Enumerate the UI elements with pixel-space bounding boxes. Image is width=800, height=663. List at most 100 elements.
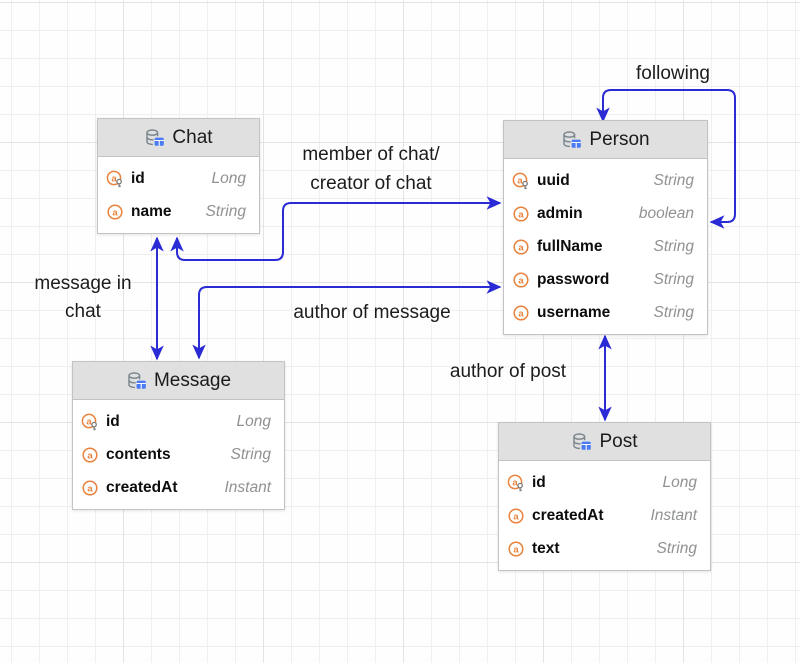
edge-author-of-message[interactable] (192, 280, 502, 360)
attribute-icon: a (507, 507, 525, 525)
field-type: Long (211, 169, 246, 187)
field-type: Long (662, 473, 697, 491)
edge-label-text: creator of chat (310, 173, 432, 194)
entity-message-fields: a id Long a contents String (73, 400, 284, 509)
entity-post-fields: a id Long a createdAt Instant (499, 461, 710, 570)
entity-post[interactable]: Post a id Long a (498, 422, 711, 571)
svg-text:a: a (517, 175, 523, 186)
field-row-fullname[interactable]: a fullName String (504, 230, 707, 263)
field-type: String (653, 270, 695, 288)
attribute-icon: a (512, 205, 530, 223)
svg-text:a: a (111, 173, 117, 184)
field-name: uuid (537, 171, 570, 189)
field-row-uuid[interactable]: a uuid String (504, 164, 707, 197)
field-row-name[interactable]: a name String (98, 195, 259, 228)
edge-member-of-chat[interactable] (170, 196, 502, 261)
attribute-icon: a (507, 540, 525, 558)
field-name: admin (537, 204, 583, 222)
svg-text:a: a (513, 511, 519, 522)
svg-text:a: a (518, 209, 524, 220)
entity-title: Message (153, 369, 232, 391)
field-row-username[interactable]: a username String (504, 296, 707, 329)
field-name: password (537, 270, 610, 288)
entity-message[interactable]: Message a id Long (72, 361, 285, 510)
database-table-icon (144, 128, 165, 148)
field-row-text[interactable]: a text String (499, 532, 710, 565)
attribute-icon: a (106, 203, 124, 221)
entity-chat-fields: a id Long a name String (98, 157, 259, 233)
edge-label-text: message in (34, 273, 132, 294)
entity-chat-header[interactable]: Chat (98, 119, 259, 157)
edge-label-text: following (636, 63, 710, 84)
field-type: boolean (638, 204, 694, 222)
svg-text:a: a (87, 483, 93, 494)
field-name: createdAt (532, 506, 604, 524)
field-name: createdAt (106, 478, 178, 496)
edge-label-text: member of chat/ (302, 144, 440, 165)
entity-message-header[interactable]: Message (73, 362, 284, 400)
edge-label-member-of-chat[interactable]: member of chat/ creator of chat (278, 140, 464, 198)
svg-text:a: a (518, 308, 524, 319)
entity-person[interactable]: Person a uuid String (503, 120, 708, 335)
field-name: fullName (537, 237, 603, 255)
entity-title: Chat (172, 126, 213, 148)
field-row-createdat[interactable]: a createdAt Instant (499, 499, 710, 532)
field-type: Long (236, 412, 271, 430)
edge-following[interactable] (596, 89, 736, 229)
key-attribute-icon: a (512, 172, 530, 190)
field-row-createdat[interactable]: a createdAt Instant (73, 471, 284, 504)
key-attribute-icon: a (507, 474, 525, 492)
entity-person-fields: a uuid String a admin boolean (504, 159, 707, 334)
field-name: id (131, 169, 145, 187)
field-type: Instant (650, 506, 697, 524)
field-type: String (230, 445, 272, 463)
database-table-icon (126, 371, 147, 391)
field-row-id[interactable]: a id Long (98, 162, 259, 195)
svg-text:a: a (518, 242, 524, 253)
edge-label-author-of-post[interactable]: author of post (418, 358, 598, 386)
svg-text:a: a (513, 544, 519, 555)
entity-chat[interactable]: Chat a id Long a (97, 118, 260, 234)
edge-label-author-of-message[interactable]: author of message (268, 299, 476, 327)
field-name: name (131, 202, 172, 220)
field-name: id (532, 473, 546, 491)
attribute-icon: a (81, 479, 99, 497)
svg-text:a: a (112, 207, 118, 218)
field-name: username (537, 303, 611, 321)
field-name: id (106, 412, 120, 430)
field-type: String (653, 303, 695, 321)
field-row-admin[interactable]: a admin boolean (504, 197, 707, 230)
field-name: contents (106, 445, 171, 463)
edge-label-following[interactable]: following (598, 60, 748, 88)
field-type: Instant (224, 478, 271, 496)
svg-text:a: a (86, 416, 92, 427)
field-type: String (653, 237, 695, 255)
field-row-contents[interactable]: a contents String (73, 438, 284, 471)
attribute-icon: a (512, 271, 530, 289)
entity-title: Person (589, 128, 650, 150)
attribute-icon: a (512, 238, 530, 256)
svg-text:a: a (518, 275, 524, 286)
field-type: String (205, 202, 247, 220)
attribute-icon: a (512, 304, 530, 322)
field-type: String (656, 539, 698, 557)
entity-person-header[interactable]: Person (504, 121, 707, 159)
edge-label-message-in-chat[interactable]: message in chat (10, 270, 156, 326)
field-type: String (653, 171, 695, 189)
field-row-password[interactable]: a password String (504, 263, 707, 296)
database-table-icon (561, 130, 582, 150)
edge-label-text: chat (65, 301, 101, 322)
edge-label-text: author of message (293, 302, 451, 323)
field-row-id[interactable]: a id Long (73, 405, 284, 438)
entity-post-header[interactable]: Post (499, 423, 710, 461)
key-attribute-icon: a (81, 413, 99, 431)
attribute-icon: a (81, 446, 99, 464)
field-name: text (532, 539, 560, 557)
key-attribute-icon: a (106, 170, 124, 188)
svg-text:a: a (512, 477, 518, 488)
svg-text:a: a (87, 450, 93, 461)
database-table-icon (571, 432, 592, 452)
field-row-id[interactable]: a id Long (499, 466, 710, 499)
entity-title: Post (599, 430, 638, 452)
